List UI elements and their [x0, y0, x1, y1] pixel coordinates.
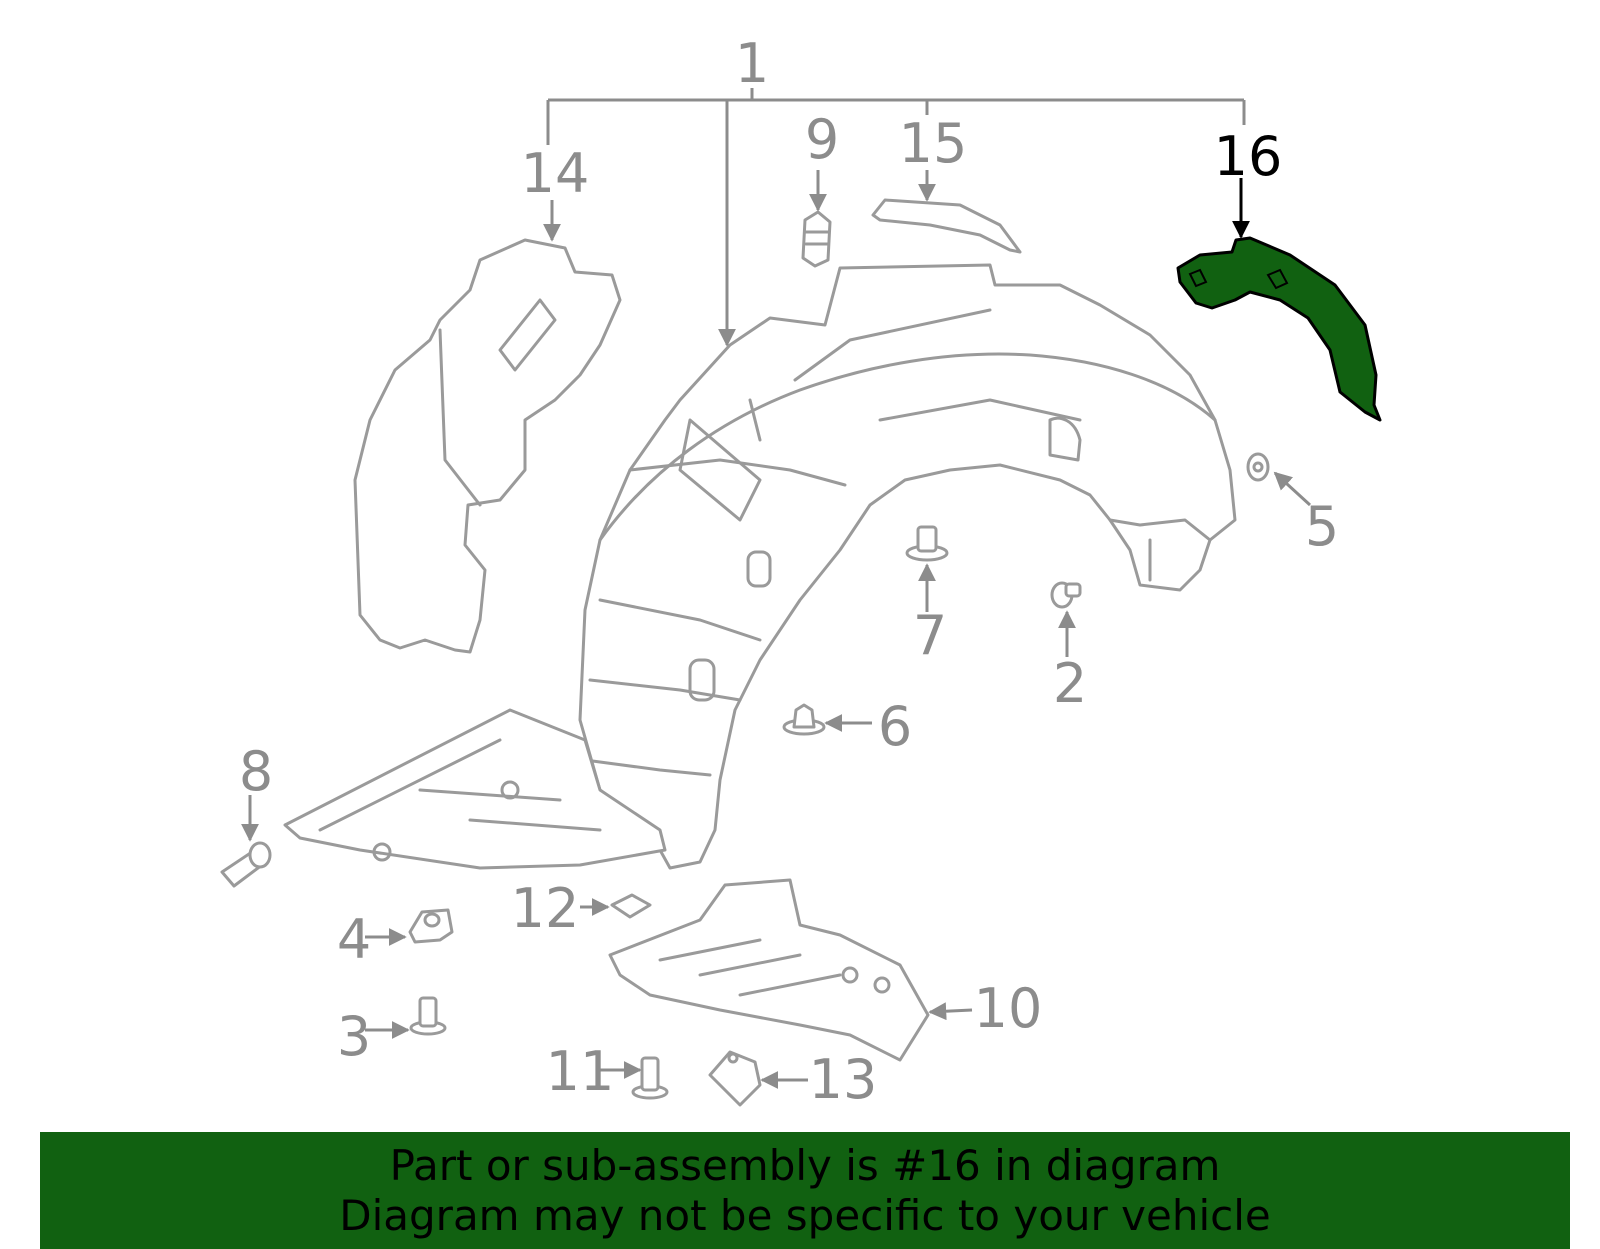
callout-1-bracket	[546, 88, 1246, 347]
callout-12: 12	[511, 877, 580, 940]
part-2-screw	[1050, 581, 1082, 657]
callout-15: 15	[899, 112, 968, 175]
callout-14: 14	[521, 142, 590, 205]
callout-8: 8	[239, 740, 273, 803]
callout-7: 7	[913, 604, 947, 667]
part-12-nut	[580, 893, 652, 919]
part-15-trim-strip	[871, 170, 1022, 254]
part-16-fender-liner-extension	[1176, 178, 1382, 422]
callout-1: 1	[735, 32, 769, 95]
part-7-push-pin	[905, 525, 949, 612]
callout-2: 2	[1053, 652, 1087, 715]
part-8-bushing	[220, 795, 272, 888]
part-6-push-pin	[782, 703, 872, 736]
callout-9: 9	[805, 108, 839, 171]
part-4-nut	[365, 908, 454, 946]
callout-6: 6	[878, 695, 912, 758]
callout-10: 10	[974, 977, 1043, 1040]
part-10-lower-panel	[608, 878, 973, 1062]
callout-16: 16	[1214, 125, 1283, 188]
info-banner: Part or sub-assembly is #16 in diagram D…	[40, 1132, 1570, 1249]
part-11-push-pin	[600, 1056, 669, 1100]
banner-line-2: Diagram may not be specific to your vehi…	[339, 1190, 1271, 1240]
part-14-splash-shield	[353, 200, 622, 654]
callout-5: 5	[1305, 495, 1339, 558]
banner-line-1: Part or sub-assembly is #16 in diagram	[389, 1140, 1221, 1190]
callout-3: 3	[337, 1005, 371, 1068]
callout-13: 13	[809, 1048, 878, 1111]
part-3-push-pin	[365, 996, 447, 1039]
callout-4: 4	[337, 908, 371, 971]
undertray	[283, 708, 667, 870]
part-1-fender-liner	[578, 263, 1237, 870]
part-13-bracket	[708, 1050, 808, 1107]
part-9-clip	[801, 170, 832, 268]
callout-11: 11	[546, 1040, 615, 1103]
part-5-clip	[1246, 452, 1312, 507]
